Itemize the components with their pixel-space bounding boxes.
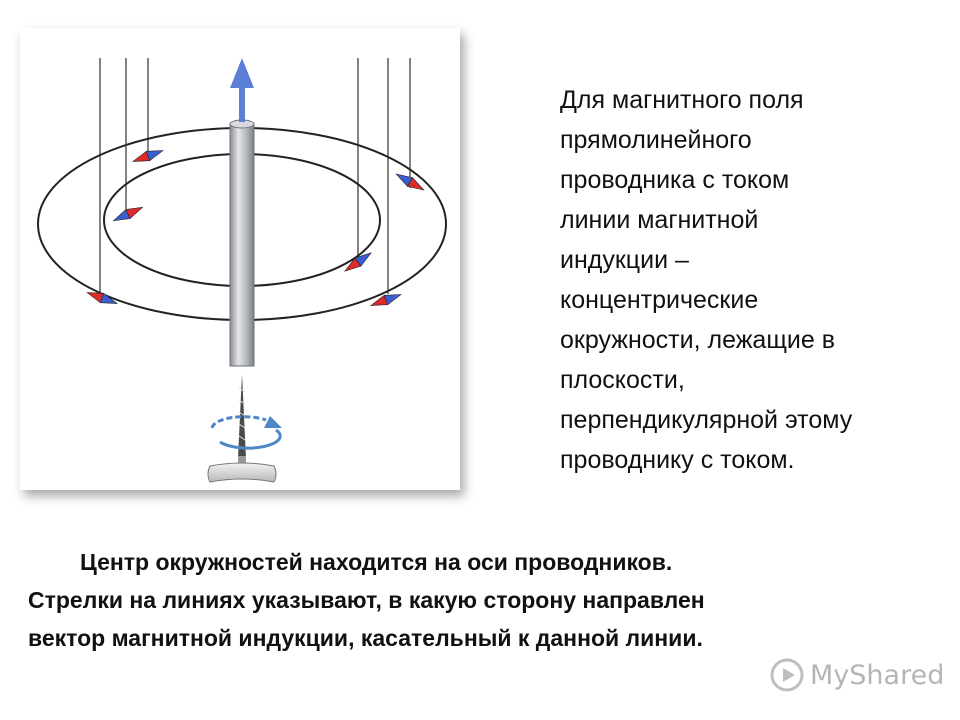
straight-conductor (229, 119, 255, 367)
compass-needles (86, 150, 425, 306)
compass-needle-icon (132, 150, 164, 162)
myshared-logo-icon (770, 658, 804, 692)
description-line: концентрические (560, 286, 759, 314)
description-line: линии магнитной (560, 206, 759, 234)
description-line: проводника с током (560, 166, 790, 194)
compass-needle-icon (395, 173, 425, 191)
watermark-text: MyShared (810, 659, 945, 691)
myshared-watermark: MyShared (770, 655, 944, 695)
description-line: Для магнитного поля (560, 86, 804, 114)
description-text: Для магнитного поля прямолинейного прово… (560, 80, 930, 480)
gimlet-icon (207, 374, 277, 483)
bottom-explanation: Центр окружностей находится на оси прово… (28, 543, 928, 657)
current-arrow-icon (230, 58, 254, 122)
explanation-line: Центр окружностей находится на оси прово… (80, 549, 673, 575)
compass-needle-icon (112, 206, 144, 222)
description-line: плоскости, (560, 366, 685, 394)
rotation-arrow-icon (210, 415, 282, 450)
explanation-line: вектор магнитной индукции, касательный к… (28, 625, 703, 651)
description-line: окружности, лежащие в (560, 326, 835, 354)
explanation-line: Стрелки на линиях указывают, в какую сто… (28, 587, 705, 613)
description-line: прямолинейного (560, 126, 752, 154)
thread-lines (99, 58, 411, 296)
magnetic-field-illustration (37, 58, 447, 483)
compass-needle-icon (344, 252, 372, 272)
compass-needle-icon (370, 294, 402, 306)
description-line: перпендикулярной этому (560, 406, 853, 434)
illustration-frame (20, 28, 460, 490)
description-line: индукции – (560, 246, 689, 274)
description-line: проводнику с током. (560, 446, 795, 474)
compass-needle-icon (86, 292, 118, 304)
